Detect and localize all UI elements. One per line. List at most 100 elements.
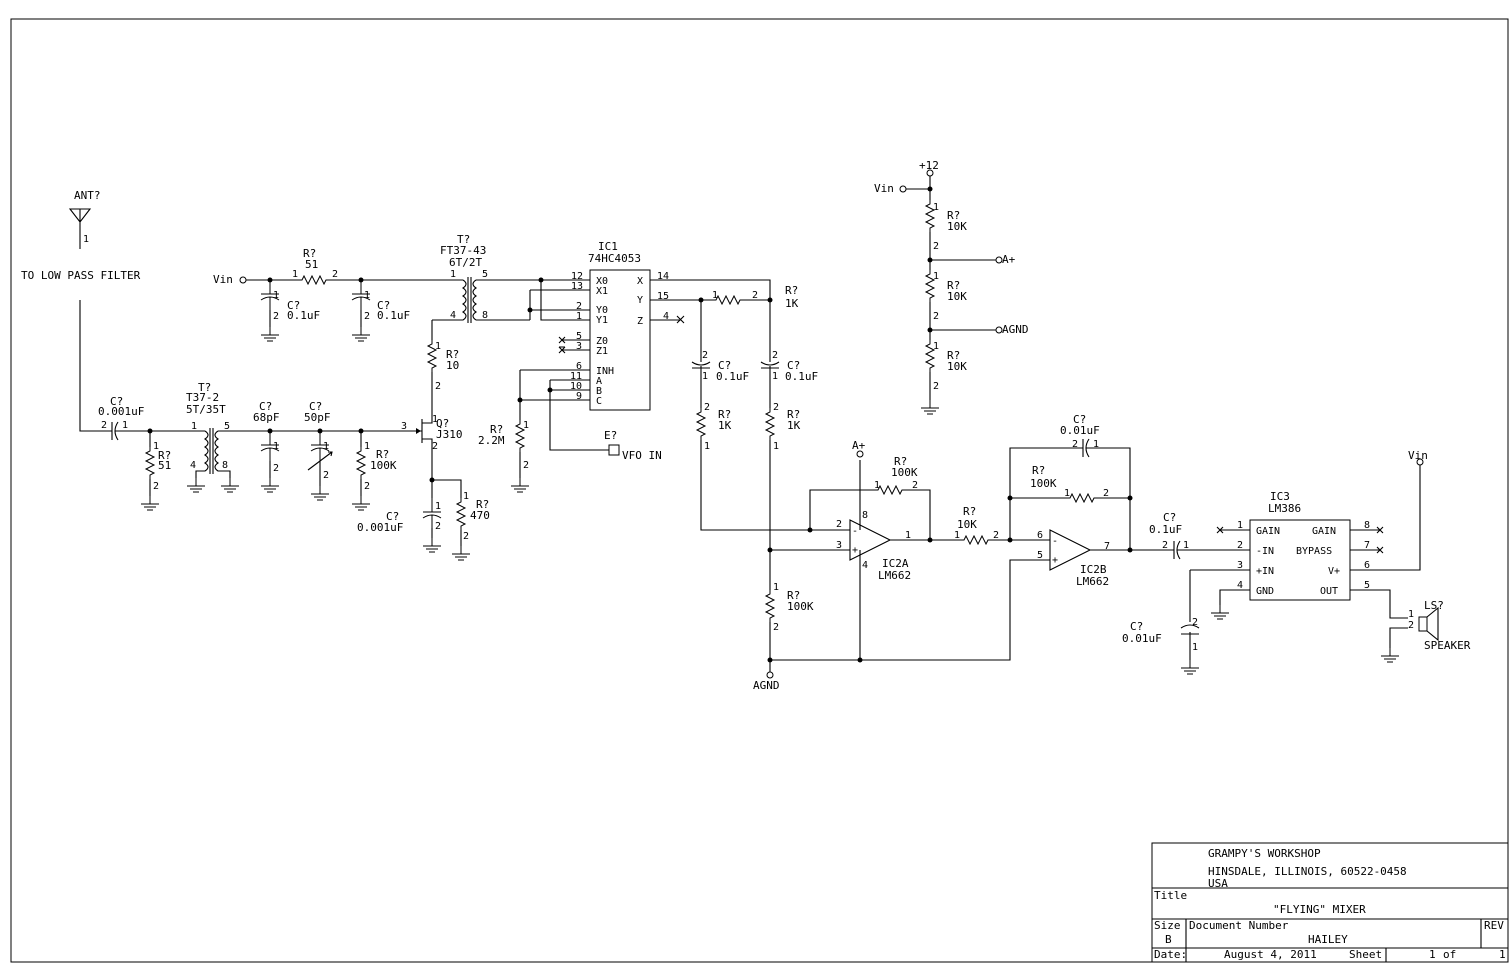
ic1-ref: IC1 — [598, 240, 618, 253]
svg-text:-IN: -IN — [1256, 546, 1274, 557]
svg-text:GND: GND — [1256, 586, 1274, 597]
ic1-74hc4053: IC1 74HC4053 X0 X1 Y0 Y1 Z0 Z1 INH A B C… — [519, 240, 771, 451]
c01out-val: 0.1uF — [1149, 523, 1182, 536]
ic2b-ref: IC2B — [1080, 563, 1107, 576]
a-plus-label-2: A+ — [852, 439, 866, 452]
svg-text:6: 6 — [1364, 560, 1370, 571]
svg-text:6: 6 — [576, 361, 582, 372]
svg-text:1: 1 — [1064, 488, 1070, 499]
svg-text:1: 1 — [773, 582, 779, 593]
svg-text:1: 1 — [435, 501, 441, 512]
resistor-100k-agnd: R? 100K 12 — [765, 582, 814, 672]
svg-text:2: 2 — [1162, 540, 1168, 551]
r1k-a-val: 1K — [718, 419, 732, 432]
svg-text:1: 1 — [292, 269, 298, 280]
svg-text:INH: INH — [596, 366, 614, 377]
jfet-j310: Q? J310 312 — [401, 410, 463, 480]
title-label: Title — [1154, 889, 1187, 902]
svg-text:C: C — [596, 396, 602, 407]
svg-text:8: 8 — [222, 460, 228, 471]
svg-text:1: 1 — [273, 290, 279, 301]
svg-text:2: 2 — [435, 381, 441, 392]
resistor-10-drain: R? 10 12 — [427, 320, 459, 410]
opamp-ic2b: - + 6 5 7 IC2B LM662 — [1037, 529, 1130, 588]
vfo-in-label: VFO IN — [622, 449, 662, 462]
svg-text:5: 5 — [576, 331, 582, 342]
r10-ref: R? — [446, 348, 459, 361]
ft37-ref: T? — [457, 233, 470, 246]
r22m-ref: R? — [490, 423, 503, 436]
svg-text:2: 2 — [933, 311, 939, 322]
svg-text:1: 1 — [576, 311, 582, 322]
svg-text:1: 1 — [273, 441, 279, 452]
c-src-val: 0.001uF — [357, 521, 403, 534]
r1k-b-val: 1K — [787, 419, 801, 432]
date-label: Date: — [1154, 948, 1187, 961]
svg-text:4: 4 — [663, 311, 669, 322]
c01c-val: 0.1uF — [716, 370, 749, 383]
svg-text:2: 2 — [1237, 540, 1243, 551]
r100k-fb1-ref: R? — [894, 455, 907, 468]
svg-text:-: - — [852, 526, 858, 537]
svg-text:1: 1 — [191, 421, 197, 432]
e-ref: E? — [604, 429, 617, 442]
svg-text:Y: Y — [637, 295, 643, 306]
capacitor-01uf-b: C? 0.1uF 12 — [351, 279, 410, 342]
ant-pin: 1 — [83, 234, 89, 245]
svg-text:1: 1 — [933, 271, 939, 282]
q-val: J310 — [436, 428, 463, 441]
t37-val2: 5T/35T — [186, 403, 226, 416]
svg-text:1: 1 — [1192, 642, 1198, 653]
svg-text:B: B — [596, 386, 602, 397]
svg-text:1: 1 — [704, 441, 710, 452]
vin-label-1: Vin — [213, 273, 233, 286]
svg-text:Y0: Y0 — [596, 305, 608, 316]
r100k-fb1-val: 100K — [891, 466, 918, 479]
ic3-ref: IC3 — [1270, 490, 1290, 503]
svg-text:2: 2 — [364, 311, 370, 322]
svg-text:2: 2 — [752, 290, 758, 301]
rev-label: REV — [1484, 919, 1504, 932]
svg-text:Z0: Z0 — [596, 336, 608, 347]
title-block: GRAMPY'S WORKSHOP HINSDALE, ILLINOIS, 60… — [1151, 842, 1509, 963]
svg-text:2: 2 — [332, 269, 338, 280]
company-address1: HINSDALE, ILLINOIS, 60522-0458 — [1208, 865, 1407, 878]
svg-text:X: X — [637, 276, 643, 287]
r10-val: 10 — [446, 359, 459, 372]
t37-val1: T37-2 — [186, 391, 219, 404]
svg-text:7: 7 — [1364, 540, 1370, 551]
svg-text:1: 1 — [523, 420, 529, 431]
ls-ref: LS? — [1424, 599, 1444, 612]
c001fb-ref: C? — [1073, 413, 1086, 426]
svg-text:2: 2 — [912, 480, 918, 491]
c01a-ref: C? — [287, 299, 300, 312]
capacitor-001uf-ic3: C? 0.01uF 21 — [1122, 617, 1200, 675]
r10k-d1-val: 10K — [947, 220, 967, 233]
svg-text:7: 7 — [1104, 541, 1110, 552]
svg-text:BYPASS: BYPASS — [1296, 546, 1332, 557]
svg-text:9: 9 — [576, 391, 582, 402]
resistor-470-source: R? 470 12 — [432, 479, 490, 561]
r100k-fb2-ref: R? — [1032, 464, 1045, 477]
svg-text:+: + — [1052, 555, 1058, 566]
svg-text:-: - — [1052, 536, 1058, 547]
vin-port-ic3: Vin — [1408, 449, 1428, 466]
svg-text:Z: Z — [637, 316, 643, 327]
opamp-ic2a: - + 2 3 8 4 1 IC2A LM662 — [809, 460, 930, 660]
capacitor-01uf-a: C? 0.1uF 12 — [260, 279, 320, 342]
svg-text:2: 2 — [836, 519, 842, 530]
r10k-mid-val: 10K — [957, 518, 977, 531]
svg-text:+IN: +IN — [1256, 566, 1274, 577]
ic2a-ref: IC2A — [882, 557, 909, 570]
voltage-divider: +12 Vin A+ AGND R? 10K R? 10K R? 10K 12 … — [874, 159, 1029, 415]
c01c-ref: C? — [718, 359, 731, 372]
c-input-val: 0.001uF — [98, 405, 144, 418]
svg-text:Z1: Z1 — [596, 346, 608, 357]
svg-text:1: 1 — [463, 491, 469, 502]
svg-text:A: A — [596, 376, 602, 387]
ic3-lm386: IC3 LM386 GAIN -IN +IN GND GAIN BYPASS V… — [1189, 465, 1421, 648]
